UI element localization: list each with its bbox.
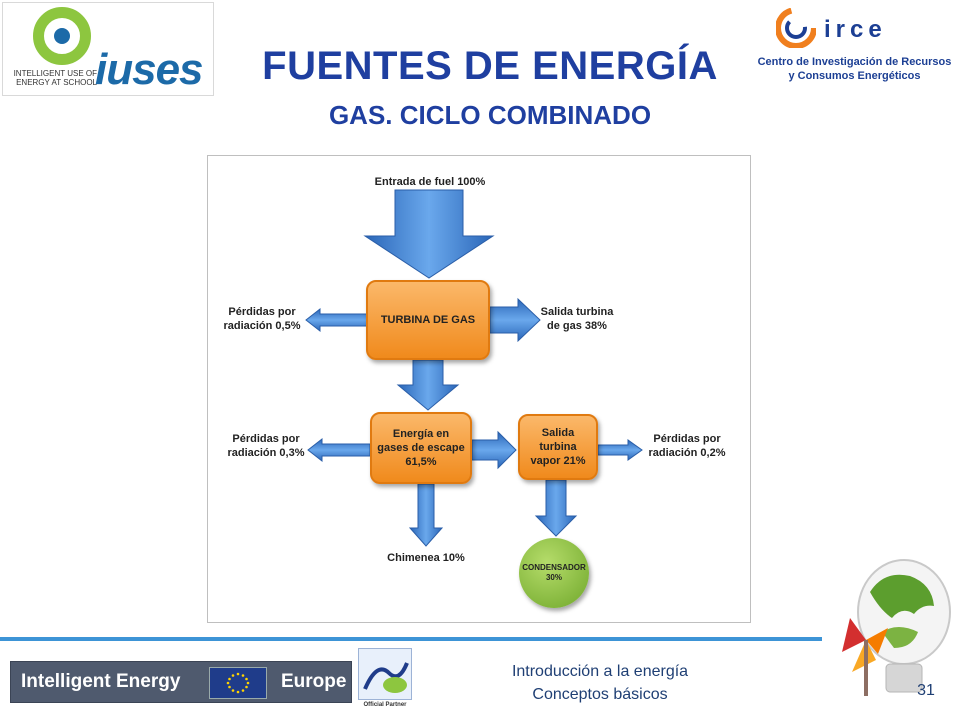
partner-emblem-icon [358, 648, 412, 700]
chimenea-arrow [408, 483, 444, 547]
circe-logo: irce Centro de Investigación de Recursos… [752, 4, 957, 84]
footer-divider [0, 637, 822, 641]
intelligent-energy-europe-banner: Intelligent Energy Europe [10, 661, 352, 703]
chimenea-label: Chimenea 10% [387, 552, 465, 564]
turbina-gas-box: TURBINA DE GAS [366, 280, 490, 360]
condensador-label: CONDENSADOR [522, 563, 586, 572]
condensador-circle: CONDENSADOR 30% [519, 538, 589, 608]
bulb-globe-icon [842, 559, 951, 696]
input-label: Entrada de fuel 100% [374, 176, 486, 188]
circe-logo-word: irce [824, 16, 887, 43]
circe-logo-line2: y Consumos Energéticos [788, 70, 921, 82]
eu-flag-icon [209, 667, 267, 699]
salida-gas-label: Salida turbina de gas 38% [540, 306, 614, 332]
iuses-logo: iuses INTELLIGENT USE OF ENERGY AT SCHOO… [2, 2, 214, 96]
partner-label: Official Partner [363, 702, 407, 708]
footer-line2: Conceptos básicos [532, 686, 668, 703]
circe-logo-line1: Centro de Investigación de Recursos [757, 56, 952, 68]
loss-escape-arrow [307, 437, 371, 463]
iuses-logo-tagline: INTELLIGENT USE OF ENERGY AT SCHOOL [13, 69, 97, 87]
gases-escape-box: Energía en gases de escape 61,5% [370, 412, 472, 484]
official-partner-logo: Official Partner [358, 648, 412, 714]
circe-swirl-icon [776, 8, 816, 48]
page-number: 31 [917, 682, 935, 699]
salida-gas-arrow [489, 297, 541, 343]
loss-gas-arrow [305, 307, 369, 333]
page-title: FUENTES DE ENERGÍA [262, 44, 718, 88]
loss-vapor-arrow [597, 439, 643, 461]
program-left-label: Intelligent Energy [21, 671, 181, 692]
salida-vapor-box: Salida turbina vapor 21% [518, 414, 598, 480]
program-right-label: Europe [281, 671, 347, 692]
input-arrow [363, 189, 495, 279]
iuses-logo-word: iuses [95, 45, 204, 94]
condensador-arrow [534, 479, 578, 537]
iuses-ring-icon [33, 7, 91, 65]
condensador-value: 30% [545, 573, 562, 582]
loss-vapor-label: Pérdidas por radiación 0,2% [648, 433, 726, 459]
loss-escape-label: Pérdidas por radiación 0,3% [227, 433, 305, 459]
loss-gas-label: Pérdidas por radiación 0,5% [223, 306, 301, 332]
diagram-frame [207, 155, 751, 623]
turbina-to-escape-arrow [396, 359, 460, 411]
page-subtitle: GAS. CICLO COMBINADO [328, 100, 652, 130]
footer-line1: Introducción a la energía [511, 663, 689, 680]
escape-to-vapor-arrow [471, 430, 517, 470]
iuses-dot-icon [54, 28, 70, 44]
